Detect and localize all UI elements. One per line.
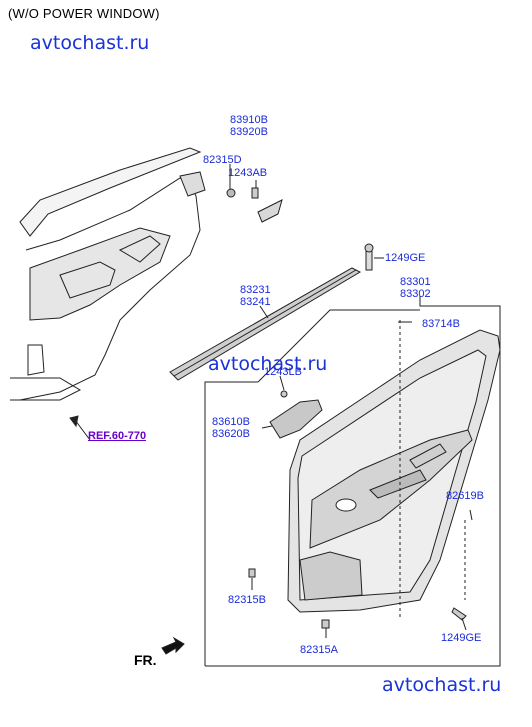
part-label-83620b[interactable]: 83620B — [212, 428, 250, 440]
part-label-83714b[interactable]: 83714B — [422, 318, 460, 330]
weatherstrip-belt — [169, 267, 362, 381]
part-label-1243lb[interactable]: 1243LB — [264, 366, 302, 378]
part-label-1243ab[interactable]: 1243AB — [228, 167, 268, 179]
watermark: avtochast.ru — [382, 674, 502, 696]
watermark: avtochast.ru — [208, 353, 328, 375]
part-label-1249ge-top[interactable]: 1249GE — [385, 252, 426, 264]
part-label-83302[interactable]: 83302 — [400, 288, 431, 300]
part-label-82315a[interactable]: 82315A — [300, 644, 338, 656]
mirror-cover-part — [257, 199, 283, 223]
diagram-header: (W/O POWER WINDOW) — [8, 6, 160, 21]
part-label-1249ge-bottom[interactable]: 1249GE — [441, 632, 482, 644]
part-label-83610b[interactable]: 83610B — [212, 416, 250, 428]
part-label-82315b[interactable]: 82315B — [228, 594, 266, 606]
part-label-83301[interactable]: 83301 — [400, 276, 431, 288]
front-direction-arrow — [161, 636, 185, 655]
watermark: avtochast.ru — [30, 32, 150, 54]
body-side-panel — [19, 147, 202, 237]
front-direction-label: FR. — [134, 652, 157, 668]
part-label-83920b[interactable]: 83920B — [230, 126, 268, 138]
reference-link[interactable]: REF.60-770 — [88, 430, 147, 442]
part-label-83241[interactable]: 83241 — [240, 296, 271, 308]
part-label-83231[interactable]: 83231 — [240, 284, 271, 296]
part-label-83910b[interactable]: 83910B — [230, 114, 268, 126]
part-label-82315d[interactable]: 82315D — [203, 154, 242, 166]
part-label-82619b[interactable]: 82619B — [446, 490, 484, 502]
inside-handle — [269, 399, 323, 439]
